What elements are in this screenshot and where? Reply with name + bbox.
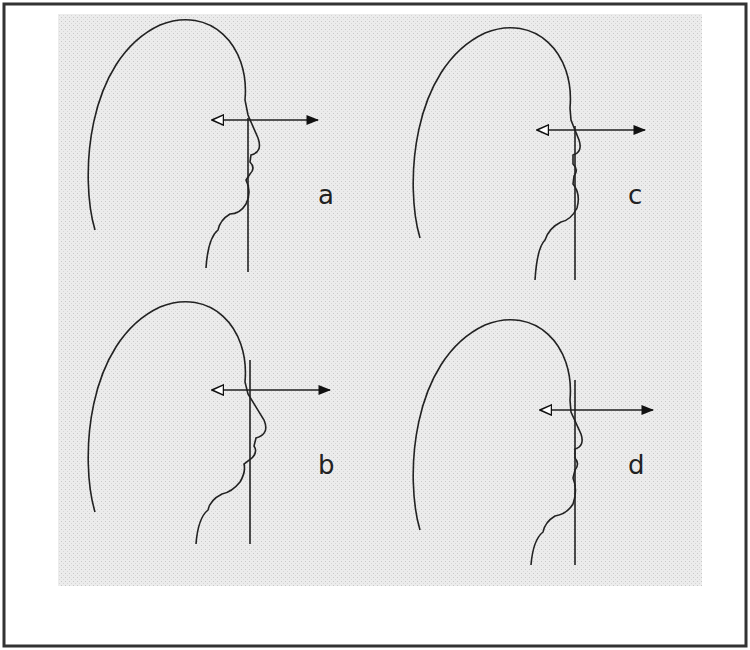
label-text: a — [318, 180, 334, 210]
panel-ground — [58, 14, 702, 586]
label-text: b — [318, 450, 335, 480]
panel-letter: b — [318, 452, 335, 478]
label-text: c — [628, 180, 642, 210]
head-profile — [88, 20, 318, 272]
frame — [4, 4, 746, 646]
panel-letter: a — [318, 182, 334, 208]
panel-letter: c — [628, 182, 642, 208]
panel-letter: d — [628, 452, 645, 478]
head-profile — [88, 302, 330, 544]
head-profile — [413, 28, 645, 280]
label-text: d — [628, 450, 645, 480]
head-profile — [413, 320, 653, 565]
